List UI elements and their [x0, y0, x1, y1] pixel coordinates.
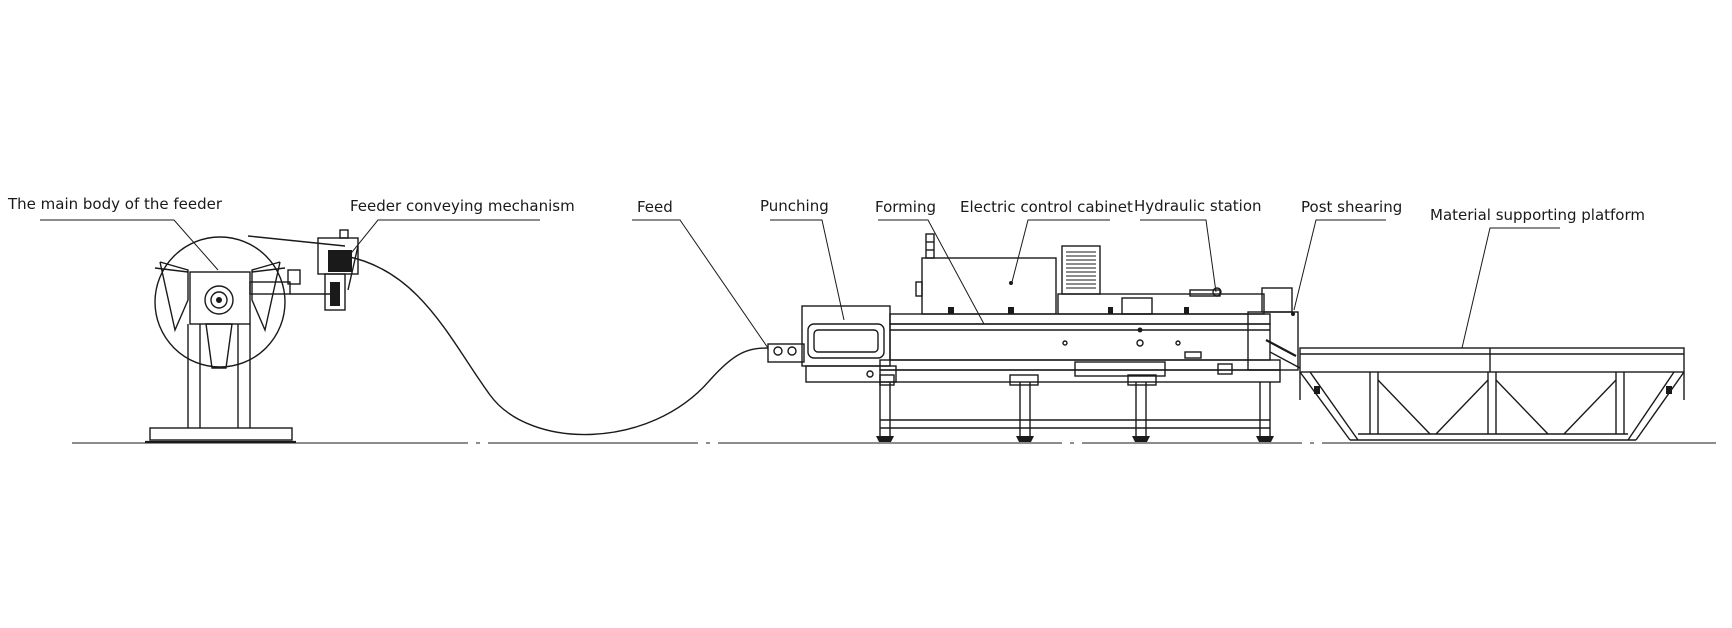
feeder-conveying-mechanism: [317, 229, 359, 311]
strip-material: [344, 255, 769, 436]
label-conveying-text: Feeder conveying mechanism: [350, 197, 575, 215]
hydraulic-station: [1057, 245, 1265, 315]
label-punching-text: Punching: [760, 197, 829, 215]
forming-bed: [879, 313, 1281, 377]
machine-stand: [876, 369, 1281, 442]
feed-guide: [767, 343, 805, 363]
post-shearing: [1217, 287, 1301, 375]
label-forming: Forming: [875, 198, 985, 325]
label-platform: Material supporting platform: [1430, 206, 1645, 349]
label-punching: Punching: [760, 197, 845, 321]
label-post-shearing: Post shearing: [1293, 198, 1402, 311]
label-conveying: Feeder conveying mechanism: [343, 197, 575, 263]
label-main-body: The main body of the feeder: [7, 195, 223, 271]
label-feed: Feed: [632, 198, 769, 349]
label-forming-text: Forming: [875, 198, 936, 216]
label-platform-text: Material supporting platform: [1430, 206, 1645, 224]
label-cabinet-text: Electric control cabinet: [960, 198, 1133, 216]
label-hydraulic: Hydraulic station: [1134, 197, 1262, 293]
label-cabinet: Electric control cabinet: [960, 198, 1133, 283]
feeder-main-body: [145, 235, 346, 444]
label-hydraulic-text: Hydraulic station: [1134, 197, 1262, 215]
electric-control-cabinet: [915, 233, 1057, 315]
label-main-body-text: The main body of the feeder: [7, 195, 223, 213]
material-supporting-platform: [1299, 347, 1685, 441]
label-feed-text: Feed: [637, 198, 673, 216]
label-post-shearing-text: Post shearing: [1301, 198, 1402, 216]
